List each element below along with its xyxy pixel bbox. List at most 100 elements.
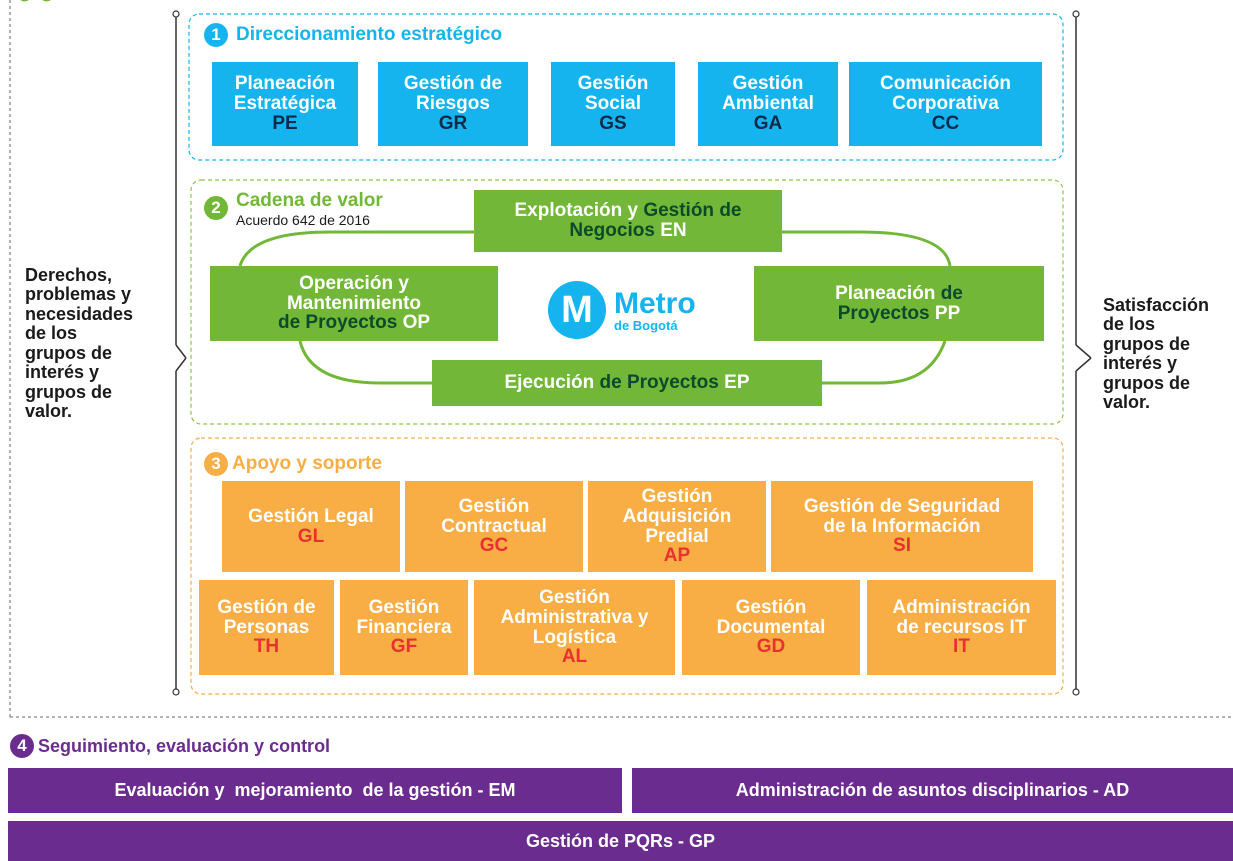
box-code: CC [931, 112, 960, 134]
process-box-pp[interactable]: Planeación de Proyectos PP [754, 266, 1044, 341]
process-box-gf[interactable]: Gestión Financiera GF [340, 580, 468, 675]
box-line: de la Información [823, 515, 981, 537]
box-code: GL [297, 525, 325, 547]
box-line: Gestión [577, 73, 649, 95]
box-code: AL [561, 646, 588, 668]
pp-part-a: Planeación [835, 282, 941, 304]
op-part: de Proyectos [277, 312, 398, 334]
en-part-b: Gestión de [643, 200, 742, 222]
section2-title: 2 Cadena de valor Acuerdo 642 de 2016 [204, 190, 383, 228]
section2-number: 2 [204, 196, 228, 220]
box-line: Planeación de [835, 282, 963, 304]
box-code: IT [953, 636, 970, 658]
bar-label: Gestión de PQRs - GP [525, 830, 716, 851]
left-side-text: Derechos, problemas y necesidades de los… [25, 265, 170, 422]
box-line: de Proyectos OP [278, 313, 430, 333]
process-bar-ad[interactable]: Administración de asuntos disciplinarios… [632, 768, 1233, 813]
process-box-si[interactable]: Gestión de Seguridad de la Información S… [771, 481, 1033, 572]
process-box-gr[interactable]: Gestión de Riesgos GR [378, 62, 528, 146]
box-line: Gestión [641, 485, 713, 507]
box-code: TH [253, 636, 280, 658]
metro-logo-icon: M [548, 281, 606, 339]
left-line: Derechos, [25, 265, 113, 285]
pp-part-c: Proyectos [837, 302, 930, 324]
box-line: Planeación [234, 73, 336, 95]
section2-title-text: Cadena de valor [236, 190, 383, 211]
right-line: valor. [1103, 392, 1151, 413]
left-line: problemas y [25, 284, 132, 305]
section1-title: 1 Direccionamiento estratégico [204, 23, 502, 47]
right-side-text: Satisfacción de los grupos de interés y … [1103, 295, 1233, 413]
box-code: GA [753, 112, 783, 134]
box-line: Personas [223, 616, 310, 638]
logo-letter: M [561, 288, 593, 331]
process-box-en[interactable]: Explotación y Gestión de Negocios EN [474, 190, 782, 252]
box-line: Estratégica [233, 93, 337, 115]
box-line: Gestión de [403, 73, 503, 95]
box-code: PP [934, 302, 961, 324]
process-box-ep[interactable]: Ejecución de Proyectos EP [432, 360, 822, 406]
box-line: Documental [716, 616, 826, 638]
left-line: interés y [25, 362, 100, 383]
section4-title: 4 Seguimiento, evaluación y control [10, 734, 330, 758]
process-box-th[interactable]: Gestión de Personas TH [199, 580, 334, 675]
box-line: Gestión [735, 596, 807, 618]
process-bar-gp[interactable]: Gestión de PQRs - GP [8, 821, 1233, 861]
box-line: Gestión [368, 596, 440, 618]
en-part-c: Negocios [569, 220, 655, 241]
box-line: Comunicación [880, 73, 1011, 95]
box-code: AP [663, 545, 691, 567]
process-box-pe[interactable]: Planeación Estratégica PE [212, 62, 358, 146]
right-line: de los [1103, 314, 1156, 335]
box-line: Riesgos [416, 93, 490, 115]
left-line: grupos de [25, 342, 113, 363]
process-box-it[interactable]: Administración de recursos IT IT [867, 580, 1056, 675]
logo-sub: de Bogotá [614, 317, 678, 333]
box-line: Explotación y Gestión de [515, 201, 742, 221]
box-line: Negocios EN [569, 221, 686, 241]
process-box-gs[interactable]: Gestión Social GS [551, 62, 675, 146]
box-line: Corporativa [892, 93, 999, 115]
box-line: Operación y [299, 272, 409, 294]
left-line: necesidades [25, 303, 134, 324]
section1-number: 1 [204, 23, 228, 47]
process-box-ga[interactable]: Gestión Ambiental GA [698, 62, 838, 146]
right-line: interés y [1103, 353, 1178, 374]
box-line: Ambiental [722, 93, 814, 115]
pp-part-b: de [940, 282, 963, 304]
box-line: Contractual [441, 515, 547, 537]
process-bar-em[interactable]: Evaluación y mejoramiento de la gestión … [8, 768, 622, 813]
left-line: grupos de [25, 381, 113, 402]
right-line: grupos de [1103, 333, 1191, 354]
section1-title-text: Direccionamiento estratégico [236, 24, 503, 45]
box-code: EN [660, 220, 687, 241]
process-box-gc[interactable]: Gestión Contractual GC [405, 481, 583, 572]
process-box-ap[interactable]: Gestión Adquisición Predial AP [588, 481, 766, 572]
left-line: valor. [25, 401, 73, 422]
box-code: GS [599, 112, 627, 134]
box-line: Gestión [732, 73, 804, 95]
process-box-gd[interactable]: Gestión Documental GD [682, 580, 860, 675]
ep-part-b: de Proyectos [599, 372, 719, 394]
box-code: GR [438, 112, 468, 134]
process-box-gl[interactable]: Gestión Legal GL [222, 481, 400, 572]
box-line: Gestión Legal [248, 505, 374, 527]
section3-number: 3 [204, 452, 228, 476]
process-box-op[interactable]: Operación y Mantenimiento de Proyectos O… [210, 266, 498, 341]
box-code: OP [402, 312, 431, 334]
box-line: Gestión de Seguridad [803, 495, 1001, 517]
box-code: GD [756, 636, 786, 658]
bar-label: Evaluación y mejoramiento de la gestión … [114, 780, 516, 801]
box-line: Adquisición [622, 505, 732, 527]
section4-number: 4 [10, 734, 34, 758]
box-line: Financiera [356, 616, 452, 638]
left-line: de los [25, 323, 78, 344]
box-line: Administrativa y [500, 606, 649, 628]
box-line: Gestión de [217, 596, 316, 618]
box-line: Gestión [458, 495, 530, 517]
process-box-cc[interactable]: Comunicación Corporativa CC [849, 62, 1042, 146]
process-box-al[interactable]: Gestión Administrativa y Logística AL [474, 580, 675, 675]
section4-title-text: Seguimiento, evaluación y control [38, 735, 331, 756]
right-line: Satisfacción [1103, 295, 1210, 315]
